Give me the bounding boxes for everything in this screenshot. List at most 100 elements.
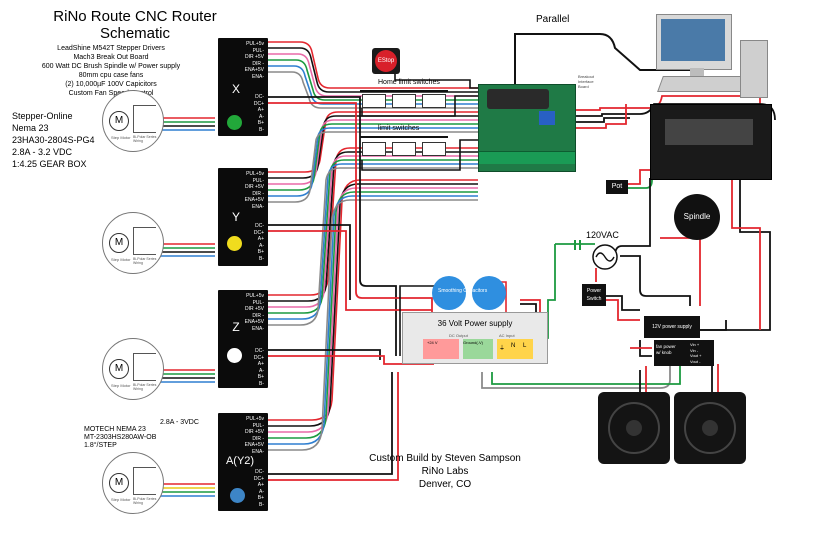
driver-input-terminals: PUL+5v PUL- DIR +5V DIR - ENA+5V ENA- xyxy=(245,416,264,455)
terminal-label: PUL+5v xyxy=(246,171,264,177)
spindle-motor: Spindle xyxy=(674,194,720,240)
terminal-label: PUL- xyxy=(252,422,264,429)
parallel-cable xyxy=(514,33,690,86)
status-led xyxy=(227,115,242,130)
motor-subcaption: Bi-Polar Series Wiring xyxy=(133,135,157,143)
terminal-label: PUL+5v xyxy=(246,293,264,299)
motor-caption: Step Motor xyxy=(111,383,131,388)
driver-output-terminals: DC- DC+ A+ A- B+ B- xyxy=(254,223,264,262)
fan-control-left: fan power w/ knob xyxy=(656,344,676,356)
terminal-label: DIR - xyxy=(252,435,264,442)
psu-ac-terminals xyxy=(497,339,533,359)
note-line: 80mm cpu case fans xyxy=(78,72,144,79)
terminal-label: A- xyxy=(259,367,264,374)
fan-control-label: Vout + xyxy=(690,353,702,358)
power-switch[interactable]: Power Switch xyxy=(582,284,606,306)
spec-line: Stepper-Online xyxy=(12,111,73,121)
terminal-label: DIR - xyxy=(252,190,264,197)
computer-tower xyxy=(740,40,768,98)
limit-switch xyxy=(392,94,416,108)
terminal-label: DC- xyxy=(255,94,264,100)
capacitors-label: Smoothing Capacitors xyxy=(438,288,488,294)
driver-x: PUL+5v PUL- DIR +5V DIR - ENA+5V ENA- X … xyxy=(218,38,268,136)
status-led xyxy=(227,348,242,363)
cooling-fan-right xyxy=(674,392,746,464)
ac-source xyxy=(574,240,618,270)
monitor-stand xyxy=(690,68,704,76)
terminal-label: B+ xyxy=(257,249,264,255)
fan-control-label: w/ knob xyxy=(656,350,672,355)
terminal-label: B+ xyxy=(257,495,264,501)
driver-dc-wires xyxy=(265,96,434,481)
spec-line: Nema 23 xyxy=(12,123,49,133)
terminal-label: DIR - xyxy=(252,60,264,67)
psu-24v-terminals xyxy=(423,339,459,359)
limit-switch-wires xyxy=(361,68,478,171)
terminal-label: A- xyxy=(259,242,264,249)
terminal-label: DIR +5V xyxy=(244,306,264,312)
motech-spec: MOTECH NEMA 23 MT-2303HS280AW-OB 1.8°/ST… xyxy=(84,426,156,450)
fan-hub xyxy=(702,420,718,436)
fan-control-right: Vin + Vin - Vout + Vout - xyxy=(690,342,701,364)
fan-control-label: fan power xyxy=(656,344,676,349)
page-title: RiNo Route CNC Router xyxy=(53,8,217,25)
stepper-motor-x: M Step Motor Bi-Polar Series Wiring xyxy=(102,90,164,152)
motor-caption: Step Motor xyxy=(111,497,131,502)
limit-switch xyxy=(362,142,386,156)
pot-knob[interactable]: Pot xyxy=(606,180,628,194)
terminal-label: PUL+5v xyxy=(246,416,264,422)
terminal-label: B+ xyxy=(257,120,264,126)
psu-24v-label: +24 V xyxy=(427,340,438,345)
estop-switch[interactable]: EStop xyxy=(372,48,400,74)
motor-coil xyxy=(133,105,156,133)
credit-line: RiNo Labs xyxy=(421,466,469,477)
estop-button[interactable]: EStop xyxy=(375,50,397,72)
terminal-label: B- xyxy=(259,126,264,133)
terminal-label: A+ xyxy=(257,482,264,488)
terminal-label: ENA+5V xyxy=(244,319,264,325)
limit-switch-group xyxy=(360,136,448,160)
driver-axis-label: Z xyxy=(232,320,240,334)
fan-speed-control[interactable]: fan power w/ knob Vin + Vin - Vout + Vou… xyxy=(654,340,714,366)
motor-caption: Step Motor xyxy=(111,135,131,140)
home-limit-switch-group xyxy=(360,90,448,112)
driver-output-terminals: DC- DC+ A+ A- B+ B- xyxy=(254,348,264,387)
psu-neutral: N xyxy=(511,343,516,349)
motech-current: 2.8A - 3VDC xyxy=(160,419,199,426)
spec-line: 1:4.25 GEAR BOX xyxy=(12,159,87,169)
driver-axis-label: Y xyxy=(231,210,240,224)
terminal-label: ENA- xyxy=(252,448,264,455)
terminal-label: DC- xyxy=(255,223,264,229)
driver-z: PUL+5v PUL- DIR +5V DIR - ENA+5V ENA- Z … xyxy=(218,290,268,388)
terminal-label: DIR +5V xyxy=(244,54,264,60)
fan-hub xyxy=(626,420,642,436)
terminal-label: A+ xyxy=(257,107,264,113)
driver-axis-label: A(Y2) xyxy=(225,455,255,467)
bob-note: Breakout Interface Board xyxy=(578,74,594,89)
driver-a-y2: PUL+5v PUL- DIR +5V DIR - ENA+5V ENA- A(… xyxy=(218,413,268,511)
note-line: Breakout xyxy=(578,74,595,79)
driver-input-terminals: PUL+5v PUL- DIR +5V DIR - ENA+5V ENA- xyxy=(245,171,264,210)
terminal-label: PUL+5v xyxy=(246,41,264,47)
psu-ac-input: AC Input xyxy=(499,333,515,338)
ac-label: 120VAC xyxy=(586,230,619,240)
terminal-label: DIR +5V xyxy=(244,184,264,190)
terminal-strip xyxy=(479,151,575,164)
terminal-label: B- xyxy=(259,501,264,508)
stepper-motor-a: M Step Motor Bi-Polar Series Wiring xyxy=(102,452,164,514)
spec-line: MT-2303HS280AW-OB xyxy=(84,434,157,441)
fan-control-label: Vout - xyxy=(690,358,701,364)
status-led xyxy=(227,236,242,251)
motor-wires xyxy=(160,117,215,497)
psu-live: L xyxy=(523,343,527,349)
fan-wires xyxy=(481,320,727,392)
credit-line: Custom Build by Steven Sampson xyxy=(369,453,521,464)
note-line: Mach3 Break Out Board xyxy=(73,54,149,61)
stepper-motor-y: M Step Motor Bi-Polar Series Wiring xyxy=(102,212,164,274)
terminal-label: ENA- xyxy=(252,325,264,332)
spec-line: MOTECH NEMA 23 xyxy=(84,426,146,433)
terminal-label: A- xyxy=(259,113,264,120)
spec-line: 1.8°/STEP xyxy=(84,442,117,449)
motor-coil xyxy=(133,353,156,381)
